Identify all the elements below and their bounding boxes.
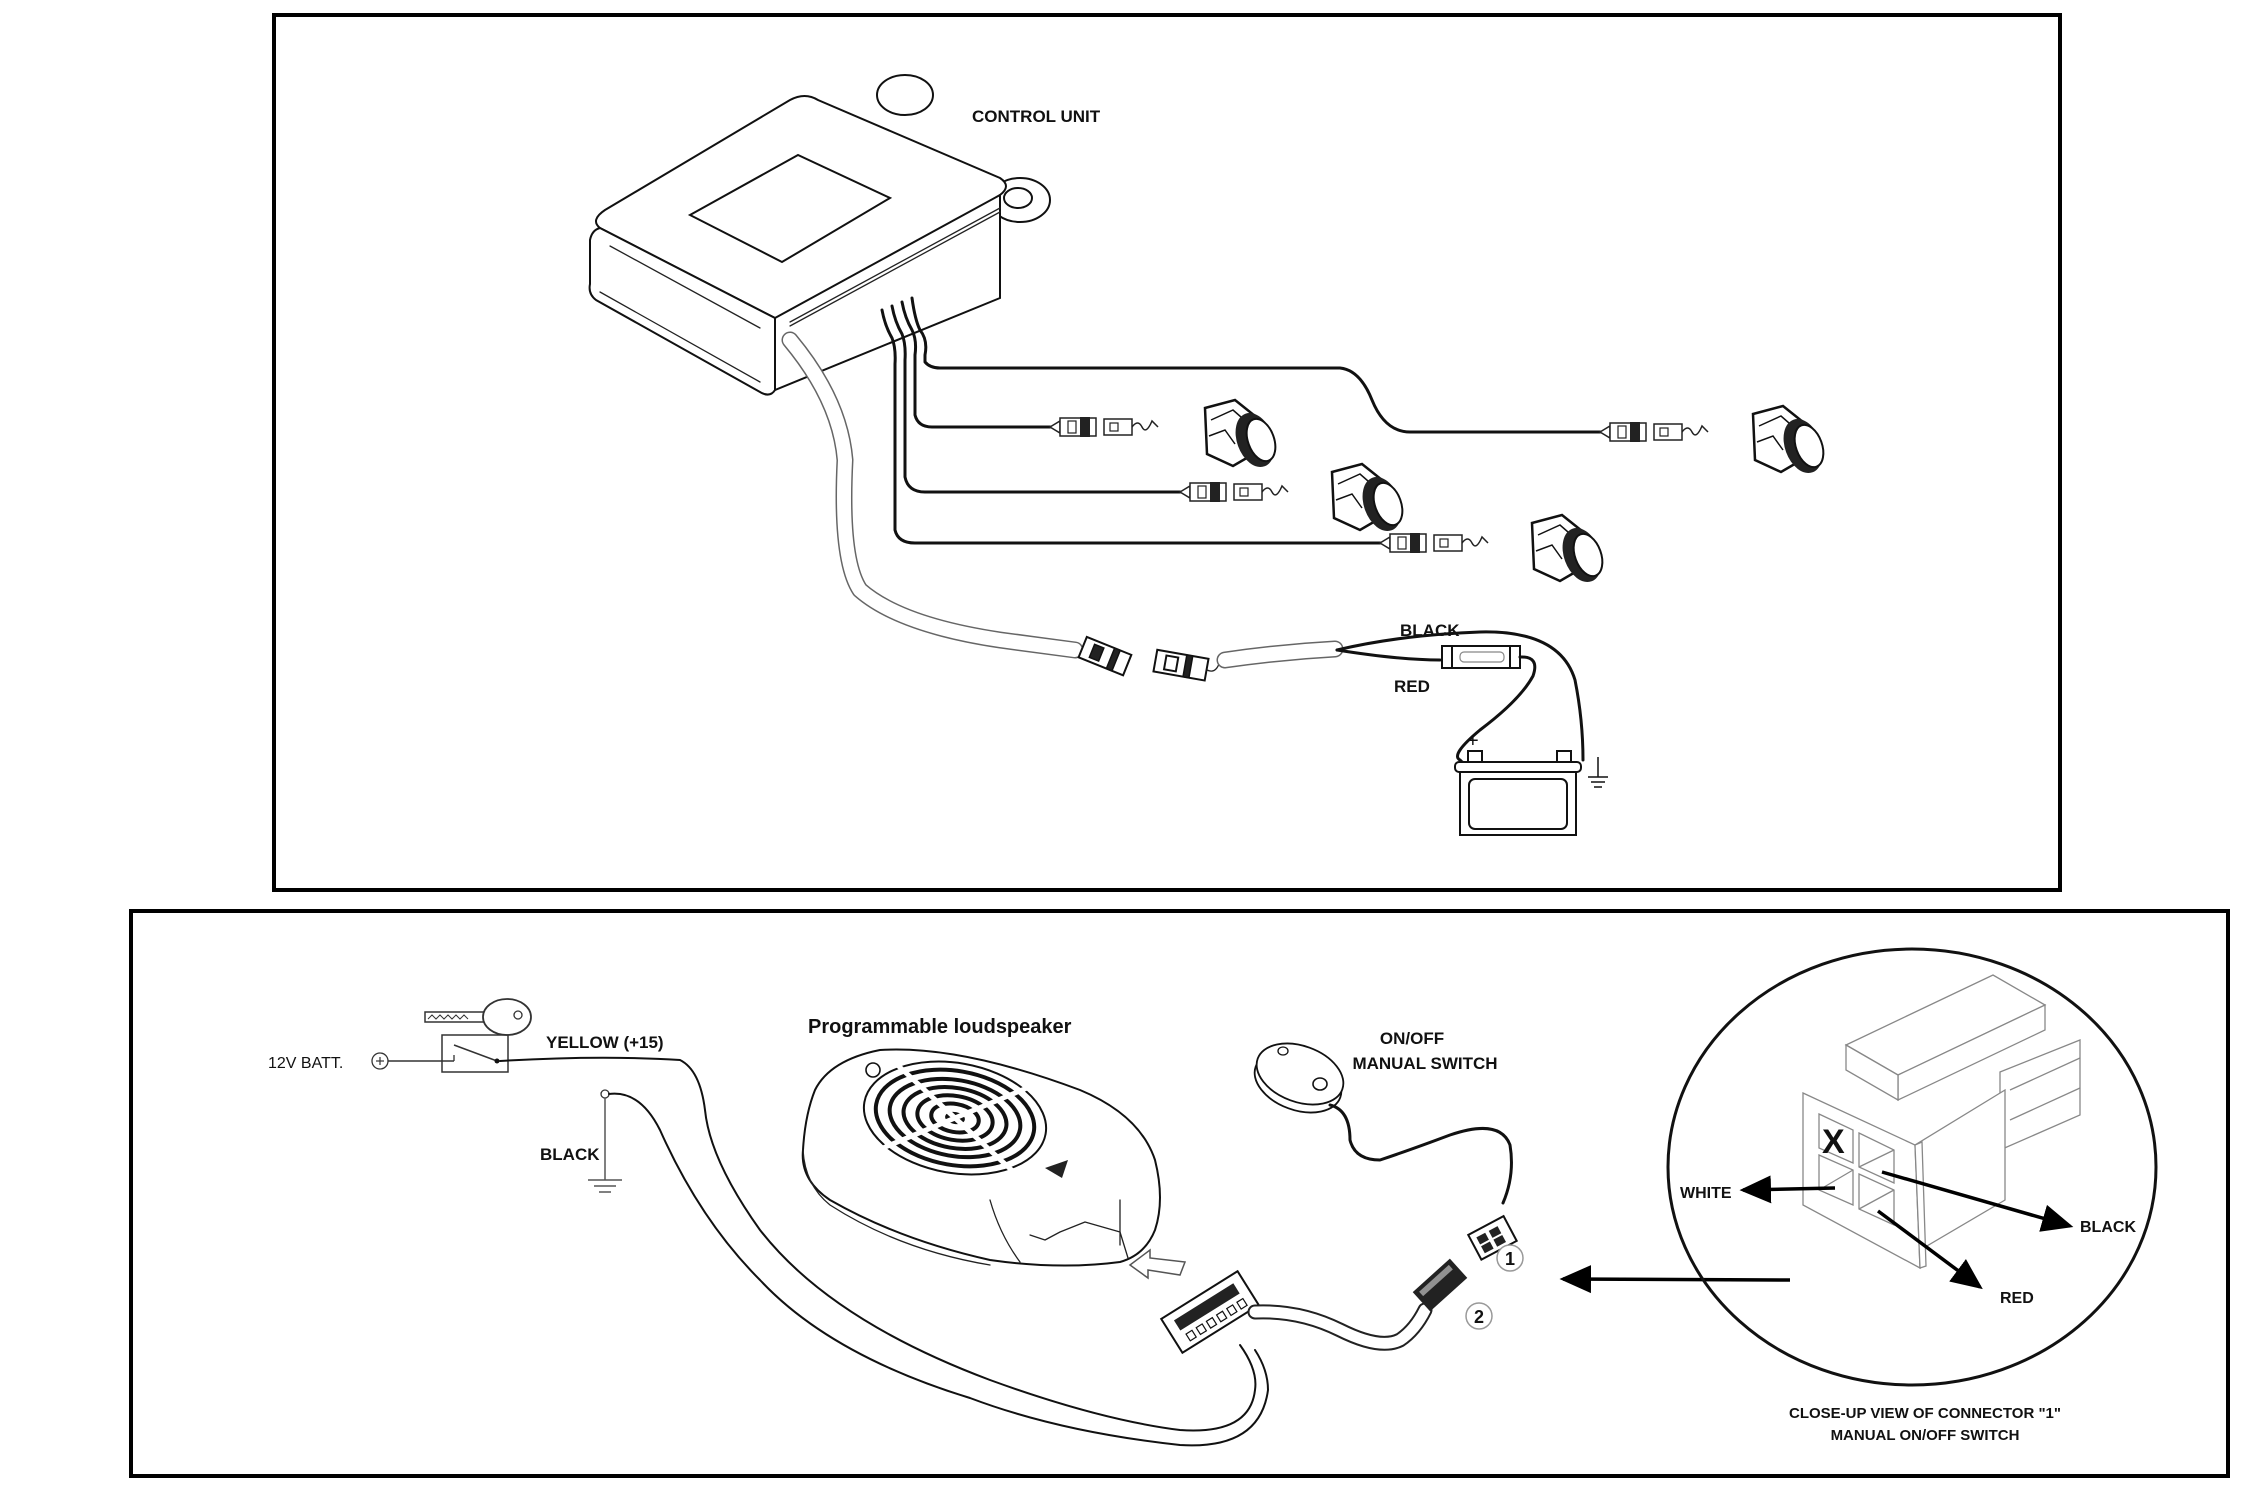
red-lead <box>1335 648 1442 662</box>
speaker-title: Programmable loudspeaker <box>808 1016 1072 1038</box>
control-unit <box>588 74 1051 396</box>
connector-1-closeup <box>1802 974 2081 1270</box>
battery-12v-label: 12V BATT. <box>268 1055 343 1072</box>
red-wire-label: RED <box>1394 677 1430 696</box>
white-pin-label: WHITE <box>1680 1185 1732 1202</box>
control-unit-label: CONTROL UNIT <box>972 107 1101 126</box>
black-wire-label: BLACK <box>1400 621 1460 640</box>
closeup-caption-line2: MANUAL ON/OFF SWITCH <box>1831 1427 2020 1444</box>
connector-2-callout: 2 <box>1465 1302 1493 1330</box>
ground-icon <box>1588 757 1608 788</box>
sensor-wires <box>880 296 1602 545</box>
black-pin-arrow <box>1881 1170 2074 1232</box>
ignition-key-icon <box>424 998 532 1036</box>
insert-arrow-icon <box>1128 1248 1187 1280</box>
black-lead <box>1335 630 1585 762</box>
battery-plus-label: + <box>1467 730 1479 752</box>
switch-wire <box>1328 1103 1513 1205</box>
blocked-pin-x: X <box>1822 1123 1845 1161</box>
svg-text:1: 1 <box>1505 1249 1515 1269</box>
programmable-loudspeaker <box>801 1048 1161 1267</box>
switch-label-line1: ON/OFF <box>1380 1029 1444 1048</box>
fuse-holder <box>1441 645 1521 669</box>
yellow-cable <box>499 1056 1257 1432</box>
yellow-wire-label: YELLOW (+15) <box>546 1033 664 1052</box>
red-pin-label: RED <box>2000 1290 2034 1307</box>
connector-2 <box>1412 1258 1468 1312</box>
black-pin-label: BLACK <box>2080 1219 2136 1236</box>
svg-text:2: 2 <box>1474 1307 1484 1327</box>
ground-icon <box>588 1089 622 1193</box>
black-ground-cable <box>608 1092 1269 1447</box>
on-off-manual-switch <box>1253 1042 1345 1114</box>
battery-icon <box>1454 750 1582 836</box>
closeup-circle <box>1666 947 2158 1387</box>
red-pin-arrow <box>1876 1209 1983 1290</box>
power-connector <box>1077 635 1220 682</box>
switch-label-line2: MANUAL SWITCH <box>1352 1054 1497 1073</box>
connector-1-callout: 1 <box>1496 1244 1524 1272</box>
ground-wire-label: BLACK <box>540 1145 600 1164</box>
closeup-pointer-arrow <box>1559 1265 1791 1294</box>
ignition-switch <box>371 1034 509 1073</box>
speaker-connector <box>1159 1269 1261 1355</box>
closeup-caption-line1: CLOSE-UP VIEW OF CONNECTOR "1" <box>1789 1405 2061 1422</box>
white-pin-arrow <box>1739 1175 1836 1204</box>
